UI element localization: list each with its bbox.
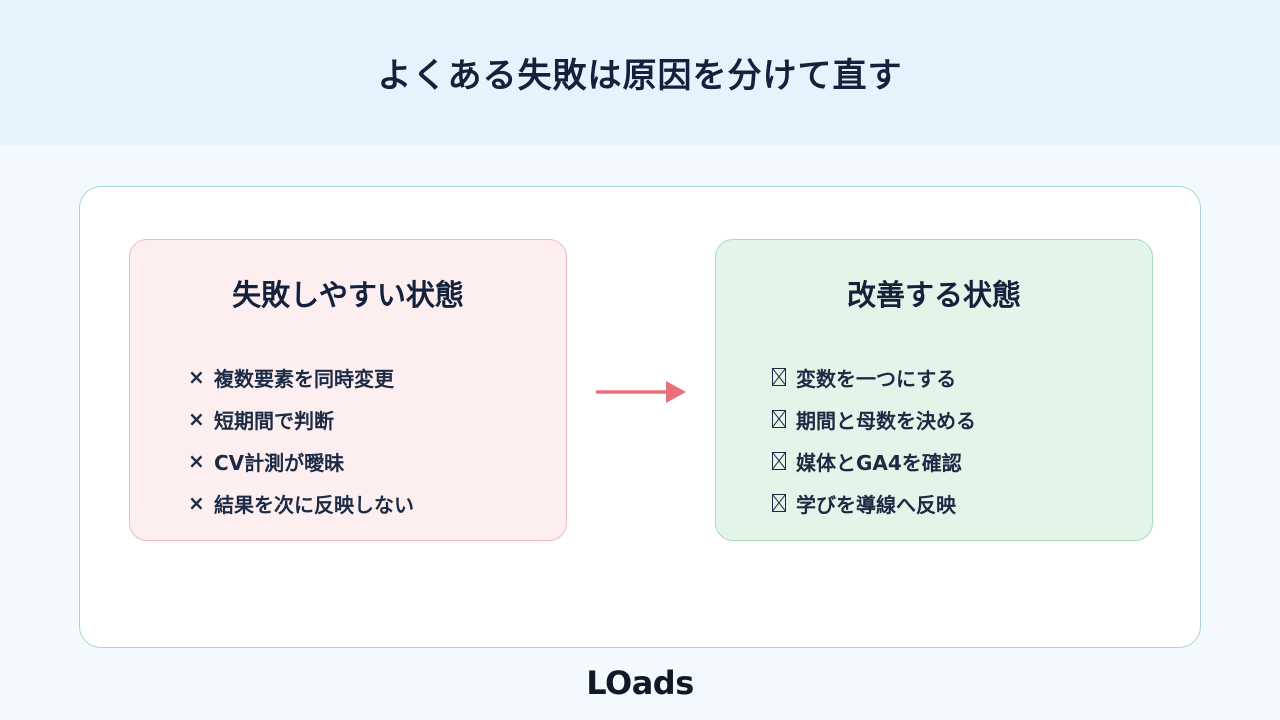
improvement-state-box: 改善する状態 変数を一つにする 期間と母数を決める 媒体とGA4を確認 学びを導… bbox=[715, 239, 1153, 541]
failure-state-box: 失敗しやすい状態 × 複数要素を同時変更 × 短期間で判断 × CV計測が曖昧 … bbox=[129, 239, 567, 541]
improvement-item-label: 媒体とGA4を確認 bbox=[796, 450, 962, 475]
failure-item-label: 複数要素を同時変更 bbox=[214, 366, 394, 391]
page-title: よくある失敗は原因を分けて直す bbox=[377, 56, 903, 96]
cross-icon: × bbox=[188, 407, 205, 431]
checkbox-icon bbox=[772, 494, 786, 512]
improvement-state-heading: 改善する状態 bbox=[846, 278, 1021, 312]
brand-logo: LOads bbox=[586, 664, 694, 702]
failure-item-label: 短期間で判断 bbox=[214, 408, 334, 433]
list-item: 変数を一つにする bbox=[772, 356, 976, 398]
list-item: 学びを導線へ反映 bbox=[772, 482, 976, 524]
list-item: 媒体とGA4を確認 bbox=[772, 440, 976, 482]
improvement-item-label: 学びを導線へ反映 bbox=[796, 492, 956, 517]
improvement-item-label: 変数を一つにする bbox=[796, 366, 957, 391]
checkbox-icon bbox=[772, 410, 786, 428]
cross-icon: × bbox=[188, 449, 205, 473]
failure-item-label: CV計測が曖昧 bbox=[214, 450, 345, 475]
failure-item-label: 結果を次に反映しない bbox=[214, 492, 414, 517]
failure-list: × 複数要素を同時変更 × 短期間で判断 × CV計測が曖昧 × 結果を次に反映… bbox=[188, 356, 414, 524]
comparison-panel: 失敗しやすい状態 × 複数要素を同時変更 × 短期間で判断 × CV計測が曖昧 … bbox=[79, 186, 1201, 648]
list-item: 期間と母数を決める bbox=[772, 398, 976, 440]
checkbox-icon bbox=[772, 452, 786, 470]
list-item: × 短期間で判断 bbox=[188, 398, 414, 440]
cross-icon: × bbox=[188, 491, 205, 515]
right-arrow-icon bbox=[596, 381, 686, 403]
failure-state-heading: 失敗しやすい状態 bbox=[232, 278, 464, 312]
improvement-item-label: 期間と母数を決める bbox=[796, 408, 976, 433]
list-item: × 結果を次に反映しない bbox=[188, 482, 414, 524]
checkbox-icon bbox=[772, 368, 786, 386]
list-item: × 複数要素を同時変更 bbox=[188, 356, 414, 398]
header-band: よくある失敗は原因を分けて直す bbox=[0, 0, 1280, 145]
list-item: × CV計測が曖昧 bbox=[188, 440, 414, 482]
improvement-list: 変数を一つにする 期間と母数を決める 媒体とGA4を確認 学びを導線へ反映 bbox=[772, 356, 976, 524]
cross-icon: × bbox=[188, 365, 205, 389]
